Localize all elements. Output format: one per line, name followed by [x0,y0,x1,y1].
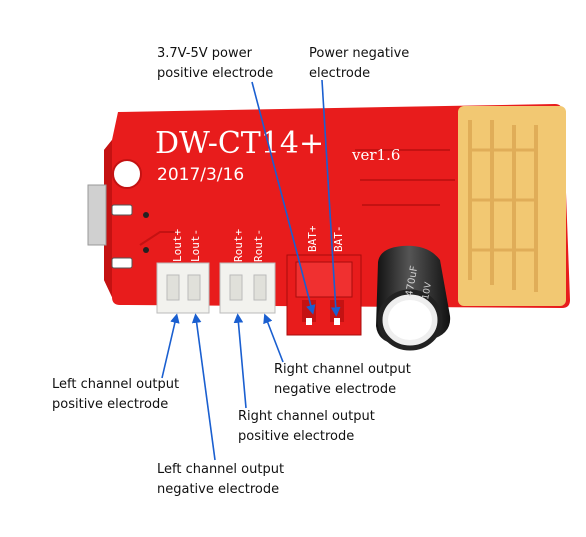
callout-line: Power negative [309,46,410,61]
pin-label-bat-plus: BAT+ [306,225,319,252]
callout-line: Right channel output [274,362,411,377]
micro-usb-port [87,184,107,246]
mounting-hole [112,159,142,189]
right-channel-connector [219,262,276,314]
via [143,212,149,218]
via [143,247,149,253]
board-version-label: ver1.6 [351,146,400,164]
arrow-left-negative [191,313,216,461]
callout-line: positive electrode [238,429,355,444]
callout-line: negative electrode [274,382,397,397]
capacitor-value-label: 470uF [404,265,420,298]
callout-left-positive: Left channel output positive electrode [52,375,179,415]
arrow-left-positive [161,313,180,379]
pin-label-lout-plus: Lout+ [171,229,184,262]
callout-power-negative: Power negative electrode [309,44,409,84]
callout-right-negative: Right channel output negative electrode [274,360,411,400]
callout-line: negative electrode [157,482,280,497]
pin-label-rout-plus: Rout+ [232,229,245,262]
arrow-power-positive [251,81,316,315]
arrow-right-positive [233,313,247,409]
arrow-right-negative [263,313,284,363]
callout-line: 3.7V-5V power [157,46,252,61]
smd-part-1 [111,204,133,216]
pcb-board [87,104,570,308]
callout-left-negative: Left channel output negative electrode [157,460,284,500]
pin-label-lout-minus: Lout- [189,229,202,262]
pin-label-rout-minus: Rout- [252,229,265,262]
battery-connector [286,254,362,336]
capacitor: 470uF 10V [376,245,451,351]
callout-line: positive electrode [157,66,274,81]
antenna-area [458,106,566,306]
board-model-label: DW-CT14+ [155,126,324,161]
callout-power-positive: 3.7V-5V power positive electrode [157,44,273,84]
callout-right-positive: Right channel output positive electrode [238,407,375,447]
callout-line: Left channel output [157,462,285,477]
callout-line: Left channel output [52,377,180,392]
pin-label-bat-minus: BAT- [332,226,345,253]
capacitor-voltage-label: 10V [421,281,434,301]
left-channel-connector [156,262,210,314]
board-date-label: 2017/3/16 [157,165,244,185]
smd-part-2 [111,257,133,269]
callout-line: electrode [309,66,371,81]
callout-arrows [161,79,341,461]
arrow-power-negative [321,79,341,317]
callout-line: positive electrode [52,397,169,412]
callout-line: Right channel output [238,409,375,424]
